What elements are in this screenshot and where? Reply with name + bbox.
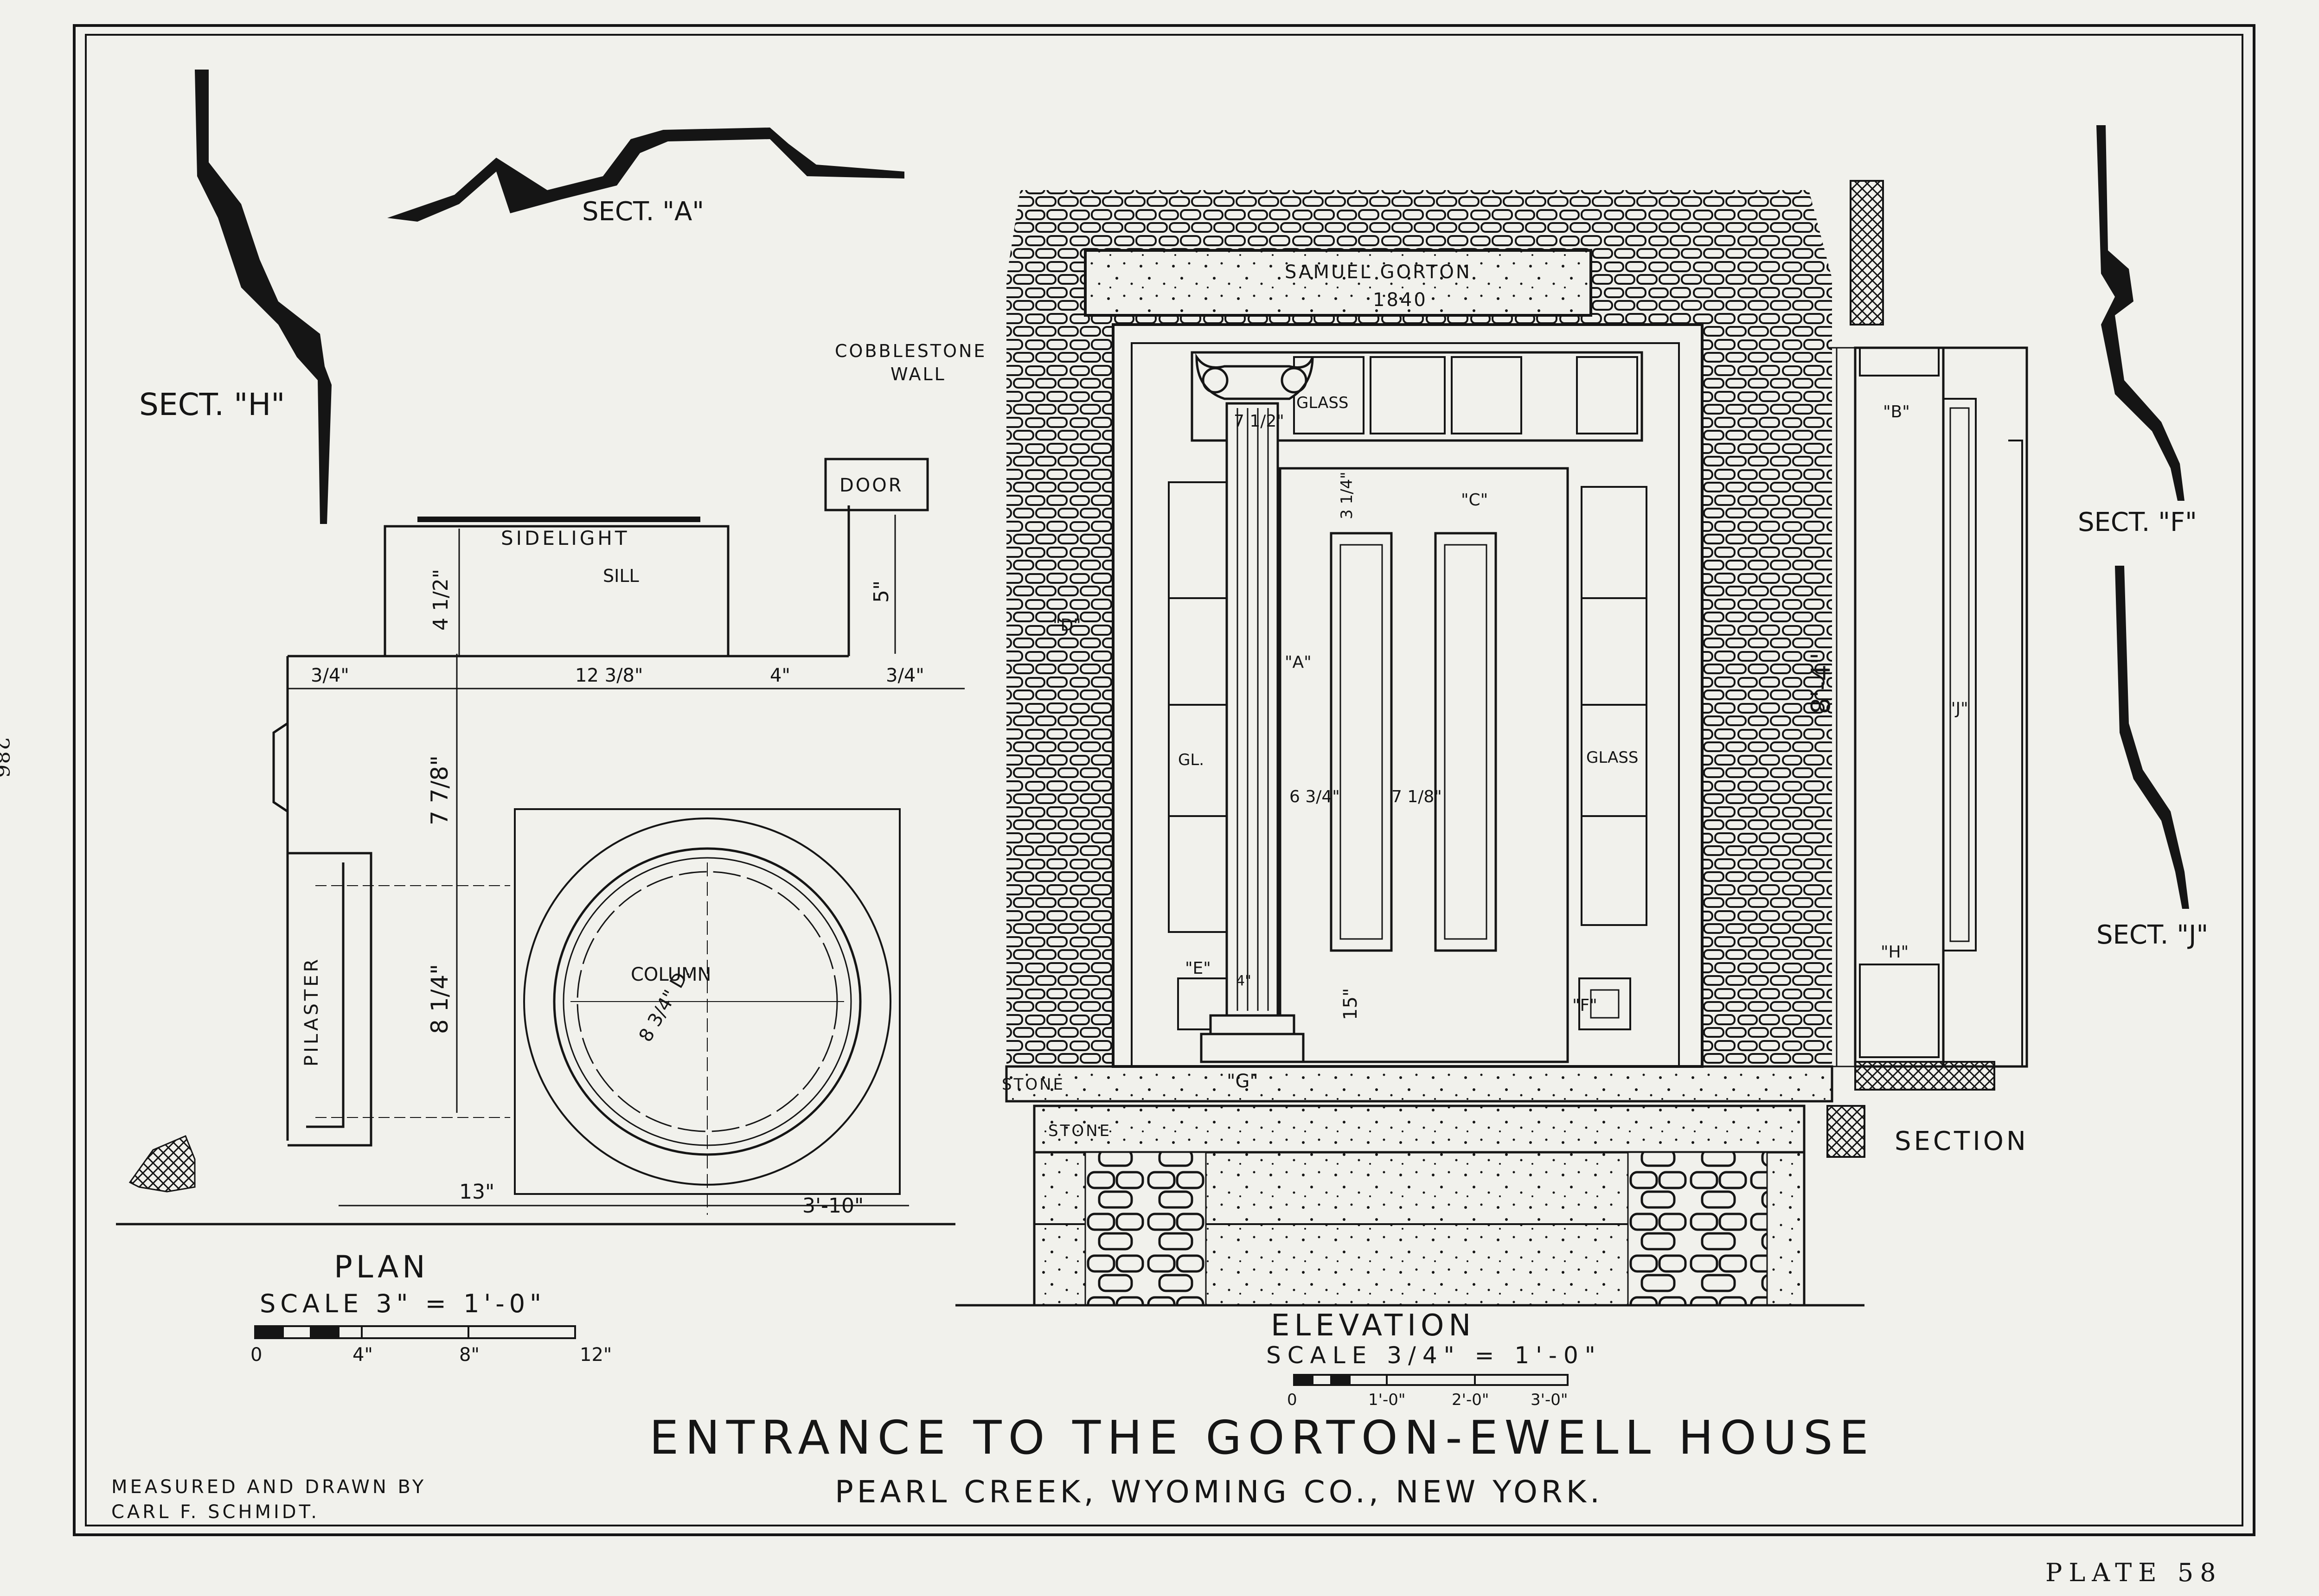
plan-drawing [116,458,965,1226]
plan-dim-3-10: 3'-10" [802,1194,864,1218]
section-height-dim: 8'-4" [1806,652,1836,714]
plan-column-label: COLUMN [631,964,711,985]
plan-dim-3q-b: 3/4" [886,665,924,686]
glass-top-label: GLASS [1296,394,1349,412]
gl-label: GL. [1178,751,1204,769]
plan-dim-7-7-8: 7 7/8" [426,755,453,825]
cobblestone-label-2: WALL [890,364,946,384]
plan-scale-tick-4: 4" [352,1344,373,1366]
dim-7-1-8: 7 1/8" [1391,787,1442,806]
plan-scale: SCALE 3" = 1'-0" [260,1289,546,1318]
glass-right-label: GLASS [1586,748,1639,767]
mark-g: "G" [1227,1071,1258,1092]
mark-d: "D" [1053,616,1081,635]
dim-4-small: 4" [1236,973,1251,989]
plan-scale-tick-8: 8" [459,1344,480,1366]
page-number: 286 [0,737,14,778]
plan-scale-bar [254,1325,576,1339]
elevation-scale-tick-3: 3'-0" [1531,1391,1568,1409]
plan-scale-tick-12: 12" [580,1344,612,1366]
dim-6-3-4: 6 3/4" [1289,787,1340,806]
elevation-title: ELEVATION [1271,1309,1475,1343]
elevation-scale-tick-1: 1'-0" [1368,1391,1406,1409]
stone-sill-label: STONE [1002,1075,1065,1094]
section-mark-j: "J" [1948,699,1968,718]
plan-wall-hatch [128,1135,196,1193]
plan-dim-5: 5" [870,581,893,603]
elevation-scale-tick-2: 2'-0" [1452,1391,1489,1409]
sect-h-profile [195,70,332,524]
plan-door-label: DOOR [839,475,903,496]
plan-sill-label: SILL [603,566,639,586]
elevation-drawing [955,190,1864,1307]
mark-c: "C" [1461,491,1488,510]
plan-dim-4: 4" [770,665,790,686]
elevation-scale-bar [1293,1374,1569,1386]
plate-number: PLATE 58 [2045,1558,2223,1587]
lintel-name: SAMUEL GORTON [1285,262,1472,283]
sect-j-profile [2115,566,2189,909]
sect-j-label: SECT. "J" [2096,920,2208,950]
plan-dim-4-half: 4 1/2" [429,569,453,631]
lintel-year: 1840 [1373,289,1428,311]
credit-block: MEASURED AND DRAWN BY CARL F. SCHMIDT. [111,1475,426,1525]
plan-title: PLAN [334,1249,429,1285]
plan-dim-13: 13" [459,1180,494,1204]
section-title: SECTION [1895,1126,2029,1156]
mark-f: "F" [1572,996,1597,1015]
cobblestone-label-1: COBBLESTONE [835,341,987,361]
section-mark-h: "H" [1881,943,1909,962]
plan-dim-12-3-8: 12 3/8" [575,665,643,686]
dim-7-half: 7 1/2" [1234,412,1284,431]
sect-h-label: SECT. "H" [139,387,285,422]
sect-a-label: SECT. "A" [582,197,704,227]
dim-15: 15" [1340,988,1361,1020]
dim-3-1-4: 3 1/4" [1338,472,1356,519]
plan-sidelight-label: SIDELIGHT [501,527,630,549]
sect-f-profile [2096,125,2184,501]
credit-line-1: MEASURED AND DRAWN BY [111,1476,427,1498]
sect-f-label: SECT. "F" [2078,507,2197,537]
credit-line-2: CARL F. SCHMIDT. [111,1501,320,1523]
section-drawing [1826,180,2028,1158]
plate-title: ENTRANCE TO THE GORTON-EWELL HOUSE [649,1411,1875,1465]
elevation-scale-tick-0: 0 [1287,1391,1297,1409]
elevation-scale: SCALE 3/4" = 1'-0" [1266,1342,1602,1369]
plan-pilaster-label: PILASTER [301,957,322,1066]
section-mark-b: "B" [1883,402,1910,421]
sect-a-profile [387,128,904,222]
mark-e: "E" [1185,959,1211,978]
plate-border [73,24,2255,1536]
plan-dim-8-1-4: 8 1/4" [426,964,453,1034]
plan-scale-tick-0: 0 [250,1344,262,1366]
plan-dim-3q-a: 3/4" [311,665,349,686]
stone-step-label: STONE [1048,1122,1111,1140]
plate-subtitle: PEARL CREEK, WYOMING CO., NEW YORK. [835,1474,1603,1510]
mark-a: "A" [1285,653,1312,672]
